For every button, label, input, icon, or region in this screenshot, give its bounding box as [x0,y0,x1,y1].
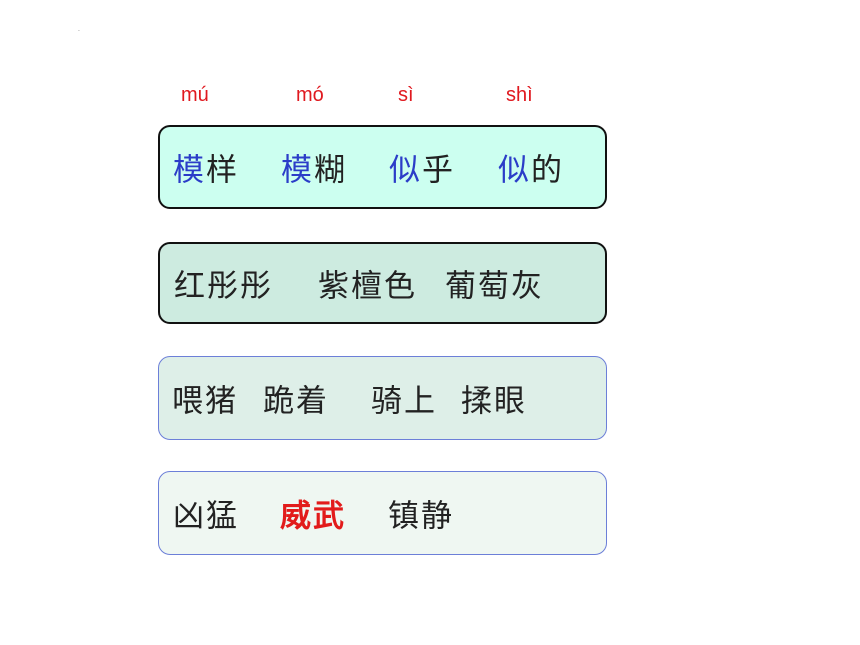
pinyin-mo: mó [296,84,324,106]
word-weiwu: 威武 [280,498,346,535]
highlight-char: 模 [173,152,206,189]
plain-char: 的 [531,152,564,189]
word-card-actions: 喂猪 跪着 骑上 揉眼 [158,356,607,440]
word-xiongmeng: 凶猛 [173,498,239,535]
word-zhenjing: 镇静 [388,498,454,535]
word-muyang: 模样 [173,145,239,190]
word-weizhu: 喂猪 [172,383,238,420]
highlight-char: 似 [389,152,422,189]
word-card-colors: 红彤彤 紫檀色 葡萄灰 [158,242,607,324]
word-putaohui: 葡萄灰 [445,268,544,305]
decorative-dot: · [78,28,80,35]
word-hongtongtong: 红彤彤 [174,268,273,305]
pinyin-si: sì [398,84,414,106]
plain-char: 糊 [314,152,347,189]
word-sihu: 似乎 [389,145,455,190]
word-guizhe: 跪着 [263,383,329,420]
word-mohu: 模糊 [281,145,347,190]
plain-char: 乎 [422,152,455,189]
word-card-polyphonic: 模样 模糊 似乎 似的 [158,125,607,209]
word-qishang: 骑上 [371,383,437,420]
word-shide: 似的 [498,145,564,190]
word-card-adjectives: 凶猛 威武 镇静 [158,471,607,555]
word-zitanse: 紫檀色 [318,268,417,305]
highlight-char: 模 [281,152,314,189]
pinyin-mu: mú [181,84,209,106]
pinyin-shi: shì [506,84,533,106]
word-rouyan: 揉眼 [461,383,527,420]
highlight-char: 似 [498,152,531,189]
plain-char: 样 [206,152,239,189]
